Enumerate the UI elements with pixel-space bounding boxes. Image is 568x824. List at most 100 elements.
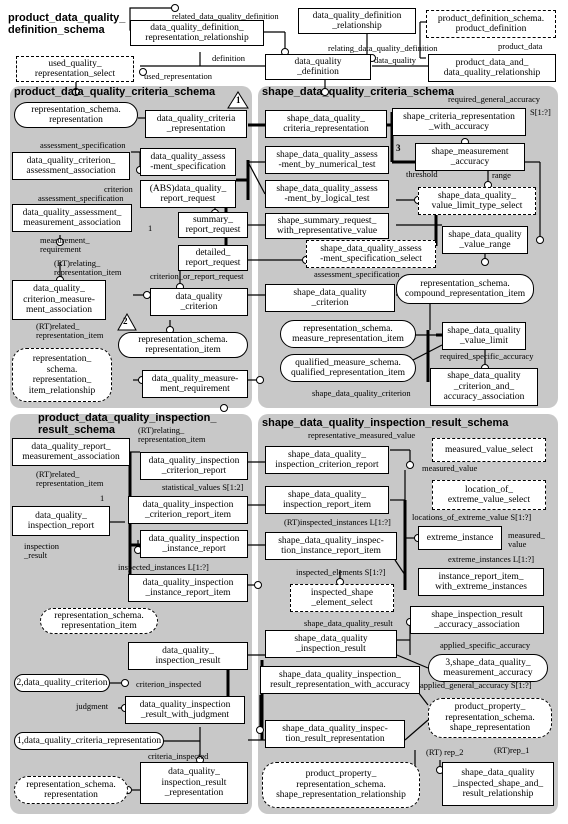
title-criteria-schema: product_data_quality_criteria_schema [14,86,216,98]
box-dq-inspection-report[interactable]: data_quality_ inspection_report [12,506,110,536]
box-pds-product-definition[interactable]: product_definition_schema. product_defin… [426,10,556,38]
box-sdq-inspected-shape-result-relationship[interactable]: shape_data_quality _inspected_shape_and_… [442,762,554,806]
page-ref-1: 1 [236,95,241,105]
label-shape-dq-criterion: shape_data_quality_criterion [312,388,411,398]
box-dq-criterion-measurement-association[interactable]: data_quality_ criterion_measure- ment_as… [12,280,106,320]
box-pp-shape-representation[interactable]: product_property_ representation_schema.… [428,698,552,738]
label-judgment: judgment [76,701,109,711]
box-inspected-shape-element-select[interactable]: inspected_shape _element_select [290,584,394,612]
box-rs-representation-2[interactable]: representation_schema. representation [14,776,128,804]
box-sdq-value-limit-type-select[interactable]: shape_data_quality_ value_limit_type_sel… [418,187,536,215]
title-inspection-schema: product_data_quality_inspection_ result_… [38,412,217,436]
label-rt-related-rep-item: (RT)related_ representation_item [36,321,104,340]
box-pp-shape-representation-relationship[interactable]: product_property_ representation_schema.… [262,762,420,808]
box-rs-item-relationship[interactable]: representation_ schema. representation_ … [12,348,112,402]
box-dq-assessment-measurement-association[interactable]: data_quality_assessment_ measurement_ass… [12,204,132,232]
box-dq-criteria-representation-ref[interactable]: 1,data_quality_criteria_representation [14,732,164,750]
label-threshold: threshold [406,169,438,179]
box-sdq-value-limit[interactable]: shape_data_quality _value_limit [442,322,526,350]
label-inspection-result: inspection _result [24,541,59,560]
label-criteria-inspected: criteria_inspected [148,751,209,761]
box-location-extreme-value-select[interactable]: location_of_ extreme_value_select [432,480,546,510]
box-rs-representation-1[interactable]: representation_schema. representation [14,102,138,128]
box-sdq-criterion-accuracy-association[interactable]: shape_data_quality _criterion_and_ accur… [430,368,538,406]
label-inspected-instances: inspected_instances L[1:?] [118,562,209,572]
box-sdq-inspection-result-representation[interactable]: shape_data_quality_inspec- tion_result_r… [265,720,405,748]
box-sdq-criteria-representation[interactable]: shape_data_quality_ criteria_representat… [265,110,387,138]
box-dq-inspection-instance-report-item[interactable]: data_quality_inspection _instance_report… [128,574,248,602]
label-rt-relating-rep-item: (RT)relating_ representation_item [54,258,122,277]
box-sdq-inspection-criterion-report[interactable]: shape_data_quality_ inspection_criterion… [265,446,389,474]
box-sdq-value-range[interactable]: shape_data_quality _value_range [442,226,528,254]
page-ref-3: 3 [396,143,401,153]
label-rt-relating-rep-item-2: (RT)relating_ representation_item [138,425,206,444]
box-sdq-measurement-accuracy-ref[interactable]: 3,shape_data_quality_ measurement_accura… [428,654,548,682]
box-sdq-criterion[interactable]: shape_data_quality _criterion [265,284,395,312]
box-shape-inspection-result-accuracy-association[interactable]: shape_inspection_result _accuracy_associ… [410,606,544,634]
box-dq-report-measurement-association[interactable]: data_quality_report_ measurement_associa… [12,438,130,466]
box-dq-inspection-criterion-report[interactable]: data_quality_inspection _criterion_repor… [140,452,248,480]
label-data-quality: data_quality [374,55,417,65]
box-sdq-inspection-result[interactable]: shape_data_quality _inspection_result [265,630,397,658]
box-sdq-assessment-logical-test[interactable]: shape_data_quality_assess -ment_by_logic… [265,180,389,208]
box-abs-dq-report-request[interactable]: (ABS)data_quality_ report_request [140,180,236,208]
box-rs-compound-representation-item[interactable]: representation_schema. compound_represen… [396,274,534,304]
title-shape-criteria-schema: shape_data_quality_criteria_schema [262,86,454,98]
box-dq-inspection-instance-report[interactable]: data_quality_inspection _instance_report [140,530,248,558]
label-assessment-specification-2: assessment_specification [38,193,124,203]
box-dq-criteria-representation[interactable]: data_quality_criteria _representation [145,110,247,138]
box-instance-report-item-extreme[interactable]: instance_report_item_ with_extreme_insta… [418,568,544,596]
box-sdq-assessment-specification-select[interactable]: shape_data_quality_assess -ment_specific… [306,240,436,268]
box-dq-inspection-result[interactable]: data_quality_ inspection_result [128,642,248,670]
box-sdq-inspection-instance-report-item[interactable]: shape_data_quality_inspec- tion_instance… [265,532,397,560]
box-dq-assessment-specification[interactable]: data_quality_assess -ment_specification [140,148,236,176]
box-detailed-report-request[interactable]: detailed_ report_request [178,245,248,271]
box-dq-def-rep-rel[interactable]: data_quality_definition_ representation_… [130,20,264,46]
label-assessment-specification: assessment_specification [40,140,126,150]
label-required-specific-accuracy: required_specific_accuracy [440,351,534,361]
label-shape-dq-result: shape_data_quality_result [304,618,393,628]
box-rs-representation-item-2[interactable]: representation_schema. representation_it… [40,608,158,634]
box-sdq-assessment-numerical-test[interactable]: shape_data_quality_assess -ment_by_numer… [265,146,389,174]
label-measurement-requirement: measurement_ requirement [40,235,90,254]
box-sdq-inspection-result-rep-accuracy[interactable]: shape_data_quality_inspection_ result_re… [260,666,420,694]
label-product-data: product_data [498,41,543,51]
label-criterion: criterion [104,184,133,194]
box-dq-criterion-assessment-association[interactable]: data_quality_criterion_ assessment_assoc… [12,152,130,180]
box-pd-and-dq-relationship[interactable]: product_data_and_ data_quality_relations… [428,54,556,82]
label-relating-dq-definition: relating_data_quality_definition [328,43,438,53]
box-rs-measure-representation-item[interactable]: representation_schema. measure_represent… [280,320,416,348]
label-applied-general-accuracy: applied_general_accuracy S[1:?] [420,680,532,690]
box-extreme-instance[interactable]: extreme_instance [418,526,502,550]
label-rt-rep-2: (RT) rep_2 [426,747,464,757]
label-inspected-elements: inspected_elements S[1:?] [296,567,386,577]
box-shape-measurement-accuracy[interactable]: shape_measurement _accuracy [415,143,525,171]
box-rs-representation-item-1[interactable]: representation_schema. representation_it… [118,332,248,358]
box-sdq-inspection-report-item[interactable]: shape_data_quality_ inspection_report_it… [265,486,389,514]
label-extreme-instances: extreme_instances L[1:?] [448,554,535,564]
box-dq-definition[interactable]: data_quality _definition [265,54,371,80]
box-dq-inspection-result-with-judgment[interactable]: data_quality_inspection _result_with_jud… [125,696,245,724]
label-required-general-accuracy: required_general_accuracy [448,94,541,104]
box-shape-criteria-rep-with-accuracy[interactable]: shape_criteria_representation _with_accu… [392,108,526,136]
title-quality-definition-schema: product_data_quality_ definition_schema [8,12,126,36]
box-measured-value-select[interactable]: measured_value_select [432,438,546,462]
box-dq-inspection-result-representation[interactable]: data_quality_ inspection_result _represe… [140,762,248,804]
box-dq-inspection-criterion-report-item[interactable]: data_quality_inspection _criterion_repor… [128,496,248,524]
label-criterion-inspected: criterion_inspected [136,679,202,689]
label-statistical-values: statistical_values S[1:2] [162,482,244,492]
label-rt-rep-1: (RT)rep_1 [494,745,530,755]
box-dq-criterion[interactable]: data_quality _criterion [150,288,248,316]
label-criterion-or-report-request: criterion_or_report_request [150,271,244,281]
label-applied-specific-accuracy: applied_specific_accuracy [440,640,531,650]
label-range: range [492,170,511,180]
box-shape-summary-request[interactable]: shape_summary_request_ with_representati… [265,213,389,239]
box-used-quality-representation-select[interactable]: used_quality_ representation_select [16,56,134,82]
box-dq-measurement-requirement[interactable]: data_quality_measure- ment_requirement [142,370,248,398]
box-summary-report-request[interactable]: summary_ report_request [178,212,248,238]
box-dq-def-rel[interactable]: data_quality_definition _relationship [298,8,416,34]
box-dq-criterion-ref[interactable]: 2,data_quality_criterion [14,674,110,692]
box-qualified-representation-item[interactable]: qualified_measure_schema. qualified_repr… [280,354,416,382]
label-definition: definition [212,53,246,63]
label-rt-inspected-instances: (RT)inspected_instances L[1:?] [284,517,391,527]
